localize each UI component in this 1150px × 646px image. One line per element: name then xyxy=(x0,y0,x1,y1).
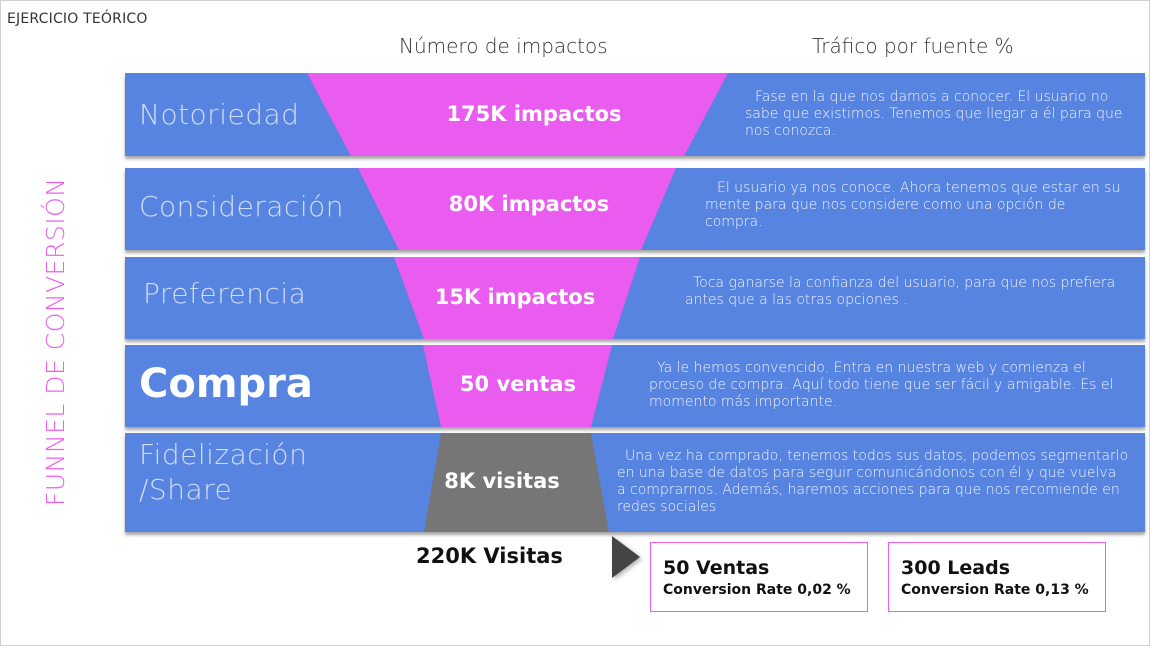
total-visits: 220K Visitas xyxy=(416,544,563,568)
stage-description: Toca ganarse la confianza del usuario, p… xyxy=(685,275,1116,308)
stage-value: 15K impactos xyxy=(434,285,596,309)
stage-band-consideracion: Consideración 80K impactos El usuario ya… xyxy=(125,168,1145,250)
stage-label: Compra xyxy=(139,361,313,407)
arrow-right-icon xyxy=(612,536,640,578)
stage-value: 80K impactos xyxy=(448,192,610,216)
stage-label: Consideración xyxy=(139,190,345,223)
stage-label-line1: Fidelización xyxy=(139,438,308,471)
header-impacts: Número de impactos xyxy=(399,34,608,58)
funnel-vertical-title: FUNNEL DE CONVERSIÓN xyxy=(41,177,70,506)
sales-count: 50 Ventas xyxy=(663,557,770,579)
stage-band-notoriedad: Notoriedad 175K impactos Fase en la que … xyxy=(125,73,1145,156)
sales-metric-box: 50 Ventas Conversion Rate 0,02 % xyxy=(650,542,868,612)
stage-label-line2: /Share xyxy=(139,473,233,506)
stage-description: Fase en la que nos damos a conocer. El u… xyxy=(745,89,1123,139)
funnel-segment xyxy=(394,257,640,339)
stage-label: Preferencia xyxy=(143,277,307,310)
sales-conversion-rate: Conversion Rate 0,02 % xyxy=(663,582,851,598)
stage-description: El usuario ya nos conoce. Ahora tenemos … xyxy=(705,180,1121,230)
stage-value: 50 ventas xyxy=(459,372,577,396)
stage-description: Una vez ha comprado, tenemos todos sus d… xyxy=(617,448,1129,515)
stage-description: Ya le hemos convencido. Entra en nuestra… xyxy=(649,360,1114,410)
slide-title: EJERCICIO TEÓRICO xyxy=(7,11,148,27)
leads-conversion-rate: Conversion Rate 0,13 % xyxy=(901,582,1089,598)
stage-label: Fidelización /Share xyxy=(139,437,307,507)
funnel-segment xyxy=(423,345,612,427)
funnel-segment xyxy=(358,168,676,250)
leads-metric-box: 300 Leads Conversion Rate 0,13 % xyxy=(888,542,1106,612)
funnel-segment xyxy=(424,433,609,532)
header-traffic: Tráfico por fuente % xyxy=(812,34,1014,58)
stage-band-fidelizacion: Fidelización /Share 8K visitas Una vez h… xyxy=(125,433,1145,532)
leads-count: 300 Leads xyxy=(901,557,1010,579)
stage-band-compra: Compra 50 ventas Ya le hemos convencido.… xyxy=(125,345,1145,427)
stage-band-preferencia: Preferencia 15K impactos Toca ganarse la… xyxy=(125,257,1145,339)
stage-value: 175K impactos xyxy=(446,102,622,126)
stage-value: 8K visitas xyxy=(444,469,560,493)
funnel-segment xyxy=(307,73,728,156)
stage-label: Notoriedad xyxy=(139,98,300,131)
